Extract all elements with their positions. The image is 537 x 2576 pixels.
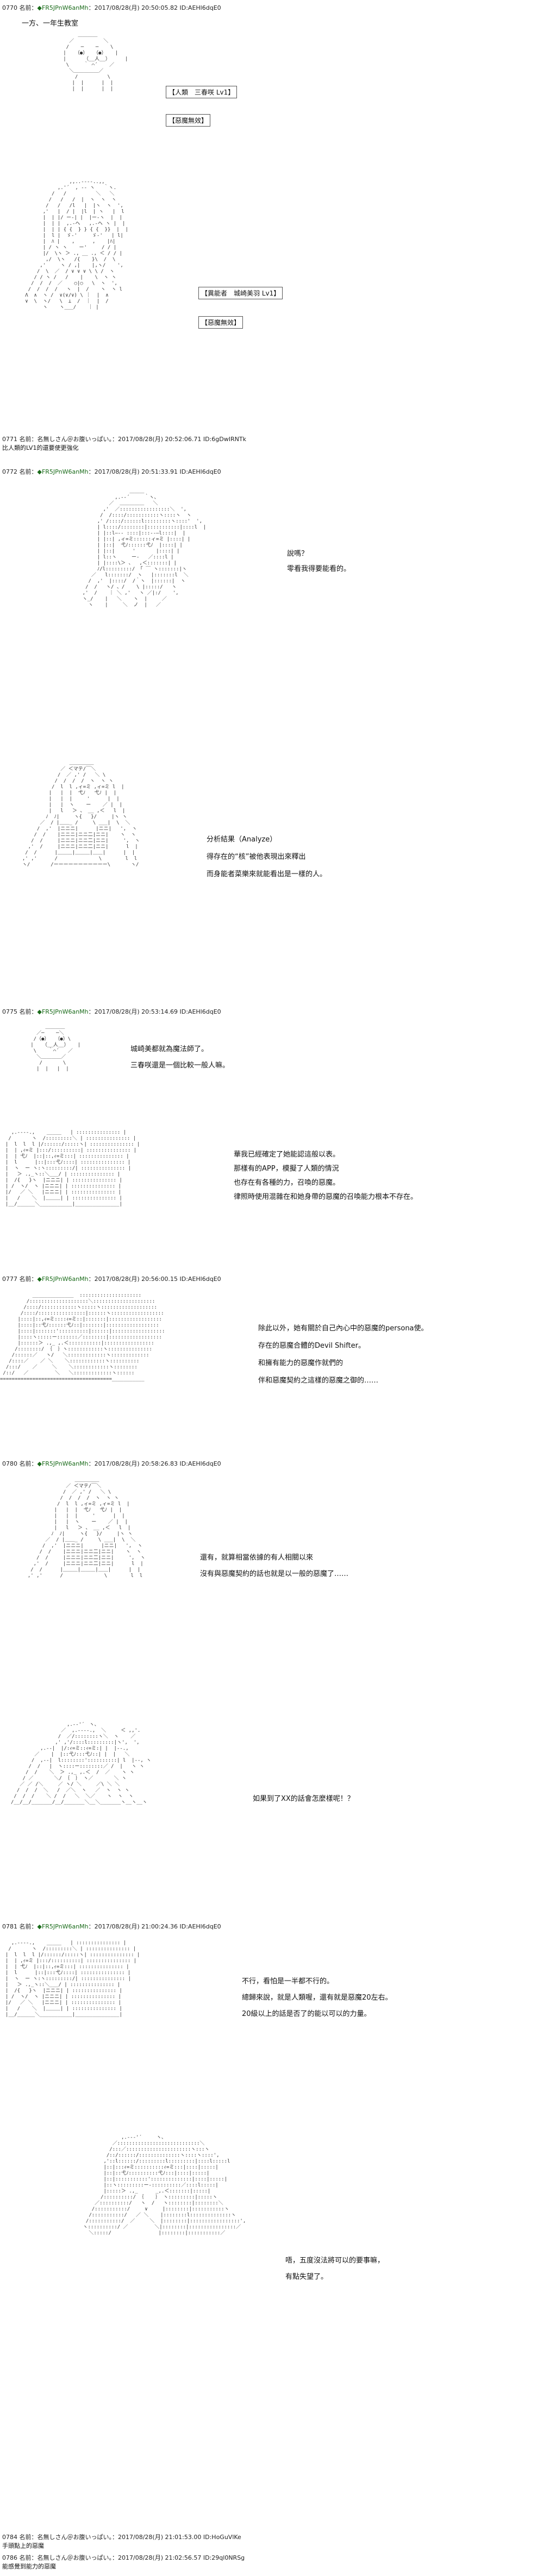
ascii-art-character: ,.-‐‐-., _____ | ::::::::::::::: | / ヽ /… <box>5 1940 140 2018</box>
dialogue-line: 城崎美都就為魔法師了。 <box>130 1045 209 1053</box>
name-label: 名前： <box>19 1460 38 1467</box>
dialogue-line: 分析結果（Analyze） <box>207 835 277 844</box>
ascii-art-character: ,.-‐'´｀ヽ、 ／ ,.-‐‐-., ＼ ＜ ,,'. / ／/::::::… <box>11 1722 152 1805</box>
post-number[interactable]: 0781 <box>2 1923 17 1930</box>
ascii-art-character: ＿＿＿＿＿ ／ ＜マテ/￣＼ / ／ ,' / ＼ \ / / / / ヽ ヽ … <box>22 761 140 868</box>
dialogue-line: 總歸來說，就是人類喔，還有就是惡魔20左右。 <box>242 1994 392 2002</box>
post-meta: ：2017/08/28(月) 20:58:26.83 ID:AEHl6dqE0 <box>88 1460 221 1467</box>
dialogue-line: 律照時使用混雜在和她身帶的惡魔的召喚能力根本不存在。 <box>234 1193 418 1201</box>
post-number[interactable]: 0786 <box>2 2554 17 2561</box>
name-label: 名前： <box>19 468 38 475</box>
post-number[interactable]: 0775 <box>2 1008 17 1015</box>
name-label: 名前： <box>19 1923 38 1930</box>
ascii-art-character: ,.-‐‐'´￣￣｀ヽ、 ／::::::::::::::::::::::::::… <box>83 2135 246 2236</box>
dialogue-line: 那樣有的APP，模擬了人類的情況 <box>234 1165 339 1173</box>
post-number[interactable]: 0772 <box>2 468 17 475</box>
post-meta: ：2017/08/28(月) 21:00:24.36 ID:AEHl6dqE0 <box>88 1923 221 1930</box>
name-label: 名前： <box>19 4 38 11</box>
status-box: 【異能者 城崎美羽 Lv1】 <box>198 287 283 299</box>
dialogue-line: 有點失望了。 <box>285 2273 328 2281</box>
post-number[interactable]: 0770 <box>2 4 17 11</box>
dialogue-line: 唔，五度沒法將可以的要事嘛， <box>285 2257 385 2265</box>
reply-body: 比人類的LV1的還要使更強化 <box>2 444 79 451</box>
reply-meta: 名前：名無しさん＠お腹いっぱい。：2017/08/28(月) 21:01:53.… <box>19 2534 241 2541</box>
dialogue-line: 如果到了XX的話會怎麼樣呢！？ <box>253 1795 354 1803</box>
dialogue-line: 伴和惡魔契約之這樣的惡魔之御的…… <box>258 1377 379 1385</box>
post-meta: ：2017/08/28(月) 20:51:33.91 ID:AEHl6dqE0 <box>88 468 221 475</box>
name-label: 名前： <box>19 1008 38 1015</box>
reply-post: 0786 名前：名無しさん＠お腹いっぱい。：2017/08/28(月) 21:0… <box>2 2553 245 2571</box>
dialogue-line: 不行，看怕是一半都不行的。 <box>242 1977 334 1986</box>
dialogue-line: 除此以外，她有關於自己內心中的惡魔的persona使。 <box>258 1324 428 1333</box>
post-header: 0770 名前：◆FR5JPnW6anMh：2017/08/28(月) 20:5… <box>2 3 221 12</box>
dialogue-line: 還有，就算相當依據的有人相關以來 <box>200 1554 314 1562</box>
dialogue-line: 得存在的“核”被他表現出來釋出 <box>207 853 306 861</box>
reply-post: 0771 名前：名無しさん＠お腹いっぱい。：2017/08/28(月) 20:5… <box>2 435 246 452</box>
poster-name: ◆FR5JPnW6anMh <box>37 1923 89 1930</box>
dialogue-line: 三春咲還是一個比較一般人嘛。 <box>130 1061 230 1070</box>
reply-header: 0786 名前：名無しさん＠お腹いっぱい。：2017/08/28(月) 21:0… <box>2 2553 245 2562</box>
poster-name: ◆FR5JPnW6anMh <box>37 468 89 475</box>
ascii-art-character: ＿＿＿ ,.-‐´ ｀ヽ、 ／ ＿＿＿＿＿ ＼ ,' ／::::::::::::… <box>82 489 207 608</box>
post-header: 0775 名前：◆FR5JPnW6anMh：2017/08/28(月) 20:5… <box>2 1007 221 1016</box>
reply-body: 能感覺到能力的惡魔 <box>2 2563 56 2570</box>
reply-meta: 名前：名無しさん＠お腹いっぱい。：2017/08/28(月) 21:02:56.… <box>19 2554 245 2561</box>
reply-post: 0784 名前：名無しさん＠お腹いっぱい。：2017/08/28(月) 21:0… <box>2 2533 241 2550</box>
reply-body: 手頭點上的惡魔 <box>2 2542 44 2549</box>
name-label: 名前： <box>19 1276 38 1283</box>
post-number[interactable]: 0777 <box>2 1276 17 1283</box>
ascii-art-character: ＿＿＿＿＿ ／ ＜マテ/￣＼ / ／ ,' / ＼ \ / / / / ヽ ヽ … <box>27 1478 146 1579</box>
dialogue-line: 零看我得要能看的。 <box>287 565 351 573</box>
dialogue-line: 華我已經確定了她能認這般以表。 <box>234 1151 340 1159</box>
post-meta: ：2017/08/28(月) 20:53:14.69 ID:AEHl6dqE0 <box>88 1008 221 1015</box>
post-meta: ：2017/08/28(月) 20:50:05.82 ID:AEHl6dqE0 <box>88 4 221 11</box>
poster-name: ◆FR5JPnW6anMh <box>37 1276 89 1283</box>
ascii-art-character: ,,..-‐‐-..,, ,.'´ , -‐ ヽ ｀ヽ. / / ＼ ＼ / /… <box>25 179 128 310</box>
poster-name: ◆FR5JPnW6anMh <box>37 1460 89 1467</box>
reply-header: 0771 名前：名無しさん＠お腹いっぱい。：2017/08/28(月) 20:5… <box>2 435 246 443</box>
ascii-art-character: ＿＿＿＿ ／─ ─＼ /（●） （●）\ | （__人__） | \ ｀⌒´ ／… <box>30 1025 81 1072</box>
dialogue-line: 20級以上的話是否了的能以可以的力量。 <box>242 2010 371 2018</box>
post-number[interactable]: 0784 <box>2 2534 17 2541</box>
dialogue-line: 說嗎？ <box>287 550 309 558</box>
ascii-art-character: ______________ ::::::::::::::::::::: /::… <box>0 1293 165 1382</box>
status-box: 【惡魔無效】 <box>166 114 211 127</box>
dialogue-line: 和擁有能力的惡魔作就們的 <box>258 1359 344 1367</box>
narration: 一方、一年生教室 <box>22 20 79 28</box>
post-header: 0780 名前：◆FR5JPnW6anMh：2017/08/28(月) 20:5… <box>2 1459 221 1468</box>
post-number[interactable]: 0780 <box>2 1460 17 1467</box>
reply-header: 0784 名前：名無しさん＠お腹いっぱい。：2017/08/28(月) 21:0… <box>2 2533 241 2541</box>
post-header: 0777 名前：◆FR5JPnW6anMh：2017/08/28(月) 20:5… <box>2 1274 221 1283</box>
dialogue-line: 存在的惡魔合體的Devil Shifter。 <box>258 1342 365 1350</box>
post-header: 0781 名前：◆FR5JPnW6anMh：2017/08/28(月) 21:0… <box>2 1922 221 1931</box>
status-box: 【惡魔無效】 <box>198 316 243 329</box>
post-header: 0772 名前：◆FR5JPnW6anMh：2017/08/28(月) 20:5… <box>2 467 221 476</box>
status-box: 【人類 三春咲 Lv1】 <box>166 86 238 98</box>
post-meta: ：2017/08/28(月) 20:56:00.15 ID:AEHl6dqE0 <box>88 1276 221 1283</box>
dialogue-line: 而身能者菜樂來就能看出是一樣的人。 <box>207 870 327 878</box>
poster-name: ◆FR5JPnW6anMh <box>37 1008 89 1015</box>
reply-meta: 名前：名無しさん＠お腹いっぱい。：2017/08/28(月) 20:52:06.… <box>19 436 246 443</box>
post-number[interactable]: 0771 <box>2 436 17 443</box>
ascii-art-character: ,.-‐‐-., _____ | ::::::::::::::: | / ヽ /… <box>5 1130 140 1207</box>
dialogue-line: 沒有與惡魔契約的話也就是以一般的惡魔了…… <box>200 1570 349 1578</box>
dialogue-line: 也存在有各種的力，召喚的惡魔。 <box>234 1179 340 1187</box>
poster-name: ◆FR5JPnW6anMh <box>37 4 89 11</box>
ascii-art-character: ＿＿＿＿ ／ ＼ / ─ ─ \ | （●） （●） | | （__人__） |… <box>63 33 128 92</box>
